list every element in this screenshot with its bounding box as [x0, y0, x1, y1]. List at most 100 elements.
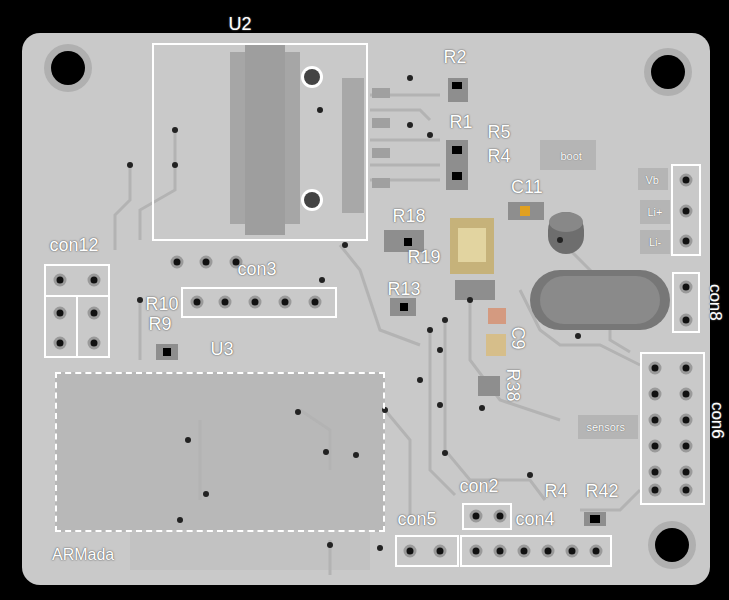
- smd-pad-part: [452, 82, 462, 89]
- smd-pad-part: [455, 280, 495, 300]
- silkscreen-label: R2: [444, 48, 467, 68]
- u2-module-part: [372, 148, 390, 158]
- header-pin-part: [681, 389, 691, 399]
- header-pin-part: [681, 206, 691, 216]
- copper-trace-part: [115, 165, 130, 250]
- silkscreen-label: sensors: [587, 421, 626, 433]
- header-pin-part: [650, 485, 660, 495]
- header-pin-part: [55, 338, 65, 348]
- silkscreen-label: R38: [502, 368, 522, 401]
- header-pin-part: [681, 485, 691, 495]
- reference-designator: con2: [460, 477, 499, 497]
- smd-pad-part: [452, 172, 462, 180]
- header-pin-part: [310, 297, 320, 307]
- header-pin-part: [405, 546, 415, 556]
- ic-chip-part: [486, 334, 506, 356]
- silkscreen-label: Li+: [648, 206, 663, 218]
- component-outline: con6: [640, 352, 705, 505]
- header-pin-part: [567, 546, 577, 556]
- smd-pad-part: [448, 78, 468, 102]
- header-pin-part: [650, 415, 660, 425]
- board-part: [130, 530, 370, 570]
- copper-trace-part: [300, 410, 330, 470]
- crystal: [530, 212, 670, 330]
- reference-designator: con8: [705, 283, 724, 320]
- mounting-hole-part: [655, 528, 689, 562]
- u2-module-part: [372, 118, 390, 128]
- header-pin-part: [650, 389, 660, 399]
- smd-pad-part: [508, 202, 544, 220]
- silkscreen-label: Li-: [649, 236, 661, 248]
- board: [22, 33, 710, 585]
- crystal-part: [530, 270, 670, 330]
- header-pin-part: [192, 297, 202, 307]
- header-pin-part: [681, 363, 691, 373]
- silkscreen-label: C11: [511, 178, 543, 198]
- crystal-part: [540, 276, 660, 324]
- silkscreen-label: R5: [488, 123, 511, 143]
- mounting-hole-part: [51, 51, 85, 85]
- ic-chip-part: [488, 308, 506, 324]
- component-outline: U2: [152, 43, 368, 241]
- silkscreen-outline: [44, 165, 700, 358]
- copper-trace-part: [370, 139, 440, 142]
- smd-pad-part: [446, 140, 468, 190]
- via-part: [353, 452, 359, 458]
- silkscreen-outline-part: [76, 296, 78, 358]
- header-pin-part: [471, 546, 481, 556]
- mounting-hole: [44, 44, 696, 569]
- via: [127, 75, 581, 551]
- smd-pad-part: [452, 146, 462, 154]
- smd-pad-part: [584, 512, 606, 526]
- smd-pad-part: [640, 200, 670, 224]
- smd-pad-part: [578, 415, 638, 439]
- smd-pad-part: [156, 344, 178, 360]
- via-part: [467, 297, 473, 303]
- u2-module: [230, 45, 390, 235]
- via-part: [327, 542, 333, 548]
- via-part: [527, 472, 533, 478]
- header-pin-part: [495, 511, 505, 521]
- header-pin-part: [220, 297, 230, 307]
- component-outline: con3: [181, 287, 337, 318]
- smd-pad-part: [400, 303, 408, 311]
- header-pin-part: [89, 308, 99, 318]
- via-part: [185, 437, 191, 443]
- mounting-hole-part: [648, 521, 696, 569]
- via-part: [437, 347, 443, 353]
- via-part: [479, 405, 485, 411]
- silkscreen-label: R4: [545, 482, 568, 502]
- copper-trace: [115, 95, 640, 575]
- silkscreen-label: R19: [408, 248, 441, 268]
- silkscreen-label: boot: [561, 150, 582, 162]
- component-outline: U3: [55, 372, 385, 532]
- header-pin-part: [681, 175, 691, 185]
- via-part: [442, 450, 448, 456]
- header-pin-part: [250, 297, 260, 307]
- via-part: [382, 407, 388, 413]
- via-part: [295, 409, 301, 415]
- copper-trace-part: [430, 330, 455, 495]
- u2-module-part: [301, 66, 323, 88]
- component-outline: con5: [395, 535, 459, 567]
- via-part: [442, 317, 448, 323]
- ic-chip: [450, 218, 506, 356]
- mounting-hole-part: [644, 48, 692, 96]
- smd-pad-part: [590, 515, 600, 523]
- header-pin-part: [681, 236, 691, 246]
- header-pin: [55, 175, 691, 556]
- copper-trace-part: [199, 420, 202, 500]
- reference-designator: con6: [707, 401, 726, 438]
- board-part: [22, 33, 710, 585]
- reference-designator: con12: [50, 236, 99, 256]
- silkscreen-label: R18: [393, 207, 426, 227]
- header-pin-part: [681, 467, 691, 477]
- silkscreen-label: R13: [388, 280, 421, 300]
- silkscreen-label: R10: [146, 295, 179, 315]
- u2-module-part: [245, 45, 285, 235]
- header-pin-part: [650, 441, 660, 451]
- silkscreen-label: C9: [507, 326, 527, 349]
- u2-module-part: [304, 192, 320, 208]
- header-pin-part: [172, 257, 182, 267]
